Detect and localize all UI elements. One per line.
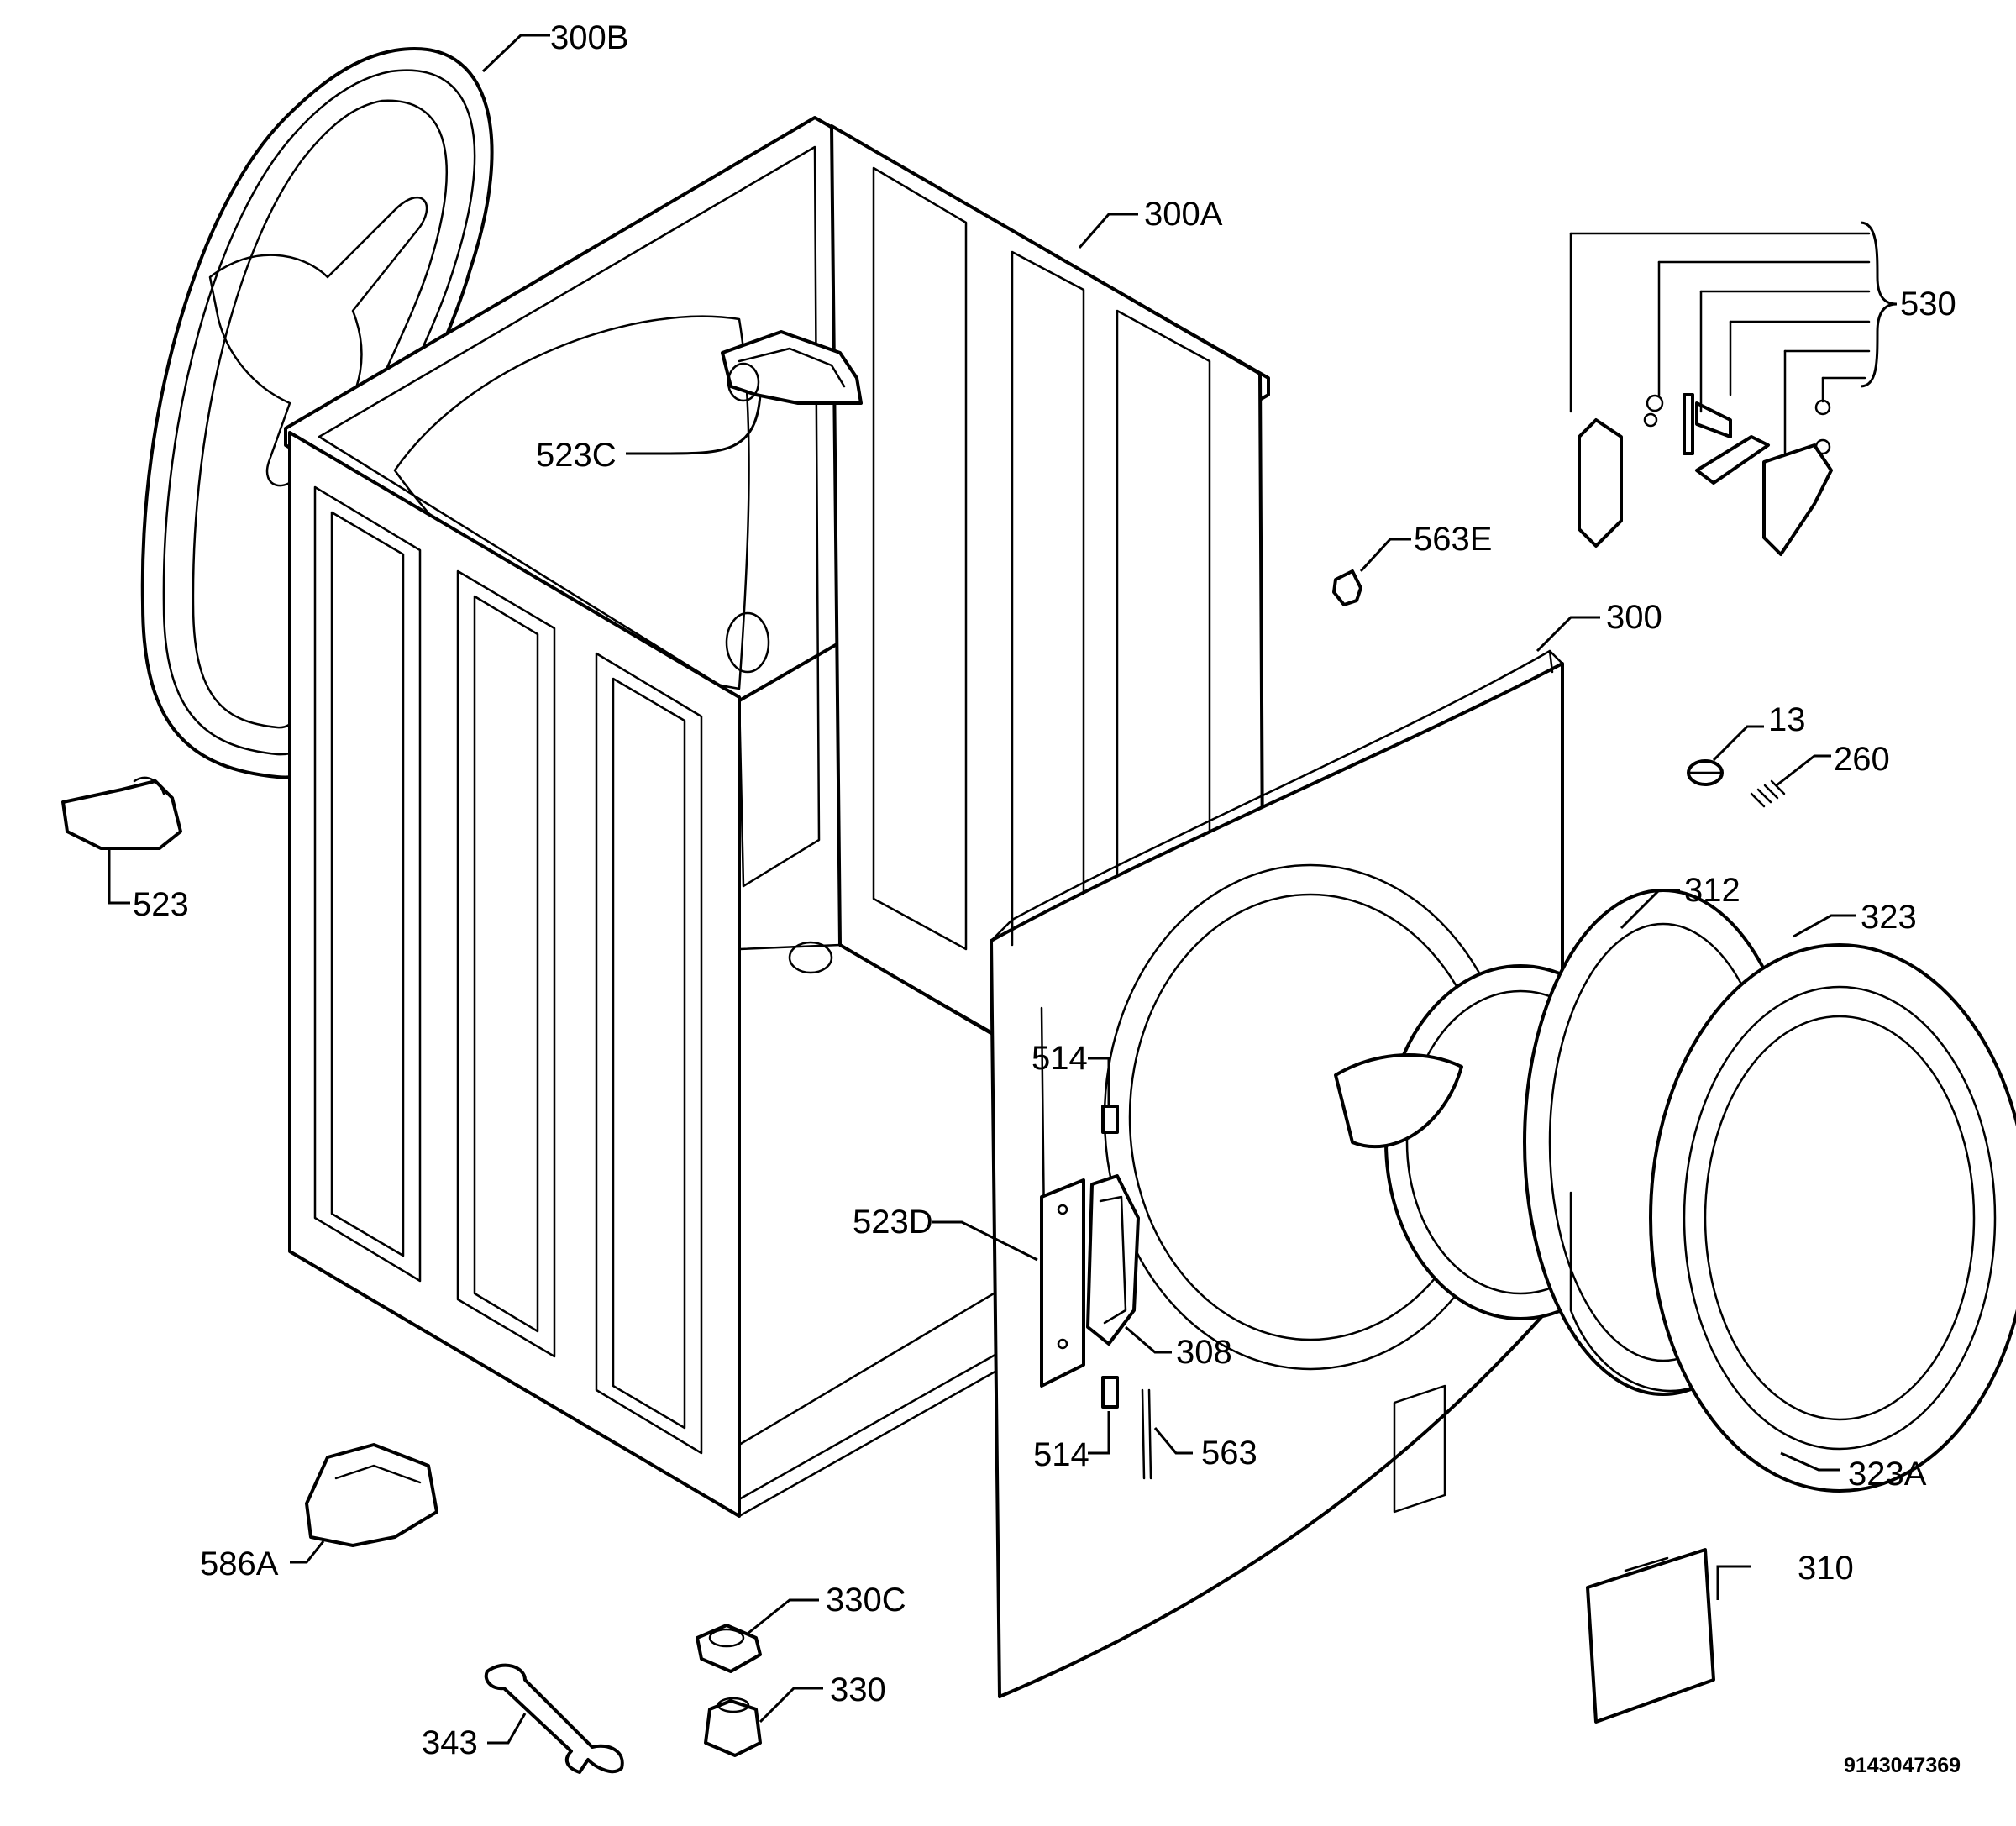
part-523D-hinge-plate[interactable] (1040, 1178, 1085, 1388)
part-330-fitting[interactable] (704, 1697, 762, 1757)
label-523: 523 (133, 886, 189, 923)
label-563: 563 (1201, 1435, 1257, 1472)
label-330: 330 (830, 1671, 886, 1708)
part-343-wrench[interactable] (484, 1663, 624, 1774)
part-308-hinge[interactable] (1086, 1174, 1140, 1346)
label-312: 312 (1684, 872, 1740, 909)
part-563E-clip[interactable] (1332, 569, 1362, 606)
bracket-530 (1569, 221, 1898, 455)
label-310: 310 (1798, 1550, 1854, 1587)
part-260-spring[interactable] (1750, 779, 1786, 808)
label-514-bottom: 514 (1033, 1436, 1089, 1473)
label-523C: 523C (536, 437, 617, 474)
part-563-rod[interactable] (1141, 1388, 1152, 1480)
label-308: 308 (1176, 1334, 1232, 1371)
label-530: 530 (1900, 286, 1956, 323)
part-523C-bracket[interactable] (721, 330, 863, 405)
label-13: 13 (1768, 701, 1806, 738)
part-323A-door-outer-ring[interactable] (1649, 943, 2016, 1493)
part-13-bushing[interactable] (1687, 759, 1724, 786)
label-300: 300 (1606, 599, 1662, 636)
label-330C: 330C (826, 1582, 906, 1619)
part-300-front-panel[interactable] (990, 649, 1564, 1698)
label-586A: 586A (200, 1545, 279, 1582)
label-323: 323 (1861, 899, 1917, 936)
label-260: 260 (1834, 741, 1890, 778)
part-530-hinge-set[interactable] (1578, 393, 1833, 556)
label-514-top: 514 (1032, 1040, 1088, 1077)
label-523D: 523D (853, 1204, 933, 1241)
drawing-code: 9143047369 (1844, 1754, 1961, 1777)
label-300A: 300A (1144, 196, 1223, 233)
label-563E: 563E (1414, 521, 1492, 558)
part-514-pin-top[interactable] (1101, 1105, 1119, 1134)
part-330C-nut[interactable] (696, 1624, 762, 1673)
callout-labels: 300B 300A 530 523C 563E 300 13 260 523 3… (133, 19, 1961, 1777)
part-514-pin-bottom[interactable] (1101, 1376, 1119, 1409)
part-310-cover[interactable] (1586, 1548, 1715, 1724)
part-523-pump-bracket[interactable] (61, 776, 182, 850)
label-323A: 323A (1848, 1456, 1927, 1493)
label-300B: 300B (550, 19, 628, 56)
label-343: 343 (422, 1724, 478, 1761)
leader-lines (108, 34, 1856, 1745)
part-586A-bracket[interactable] (305, 1443, 438, 1547)
